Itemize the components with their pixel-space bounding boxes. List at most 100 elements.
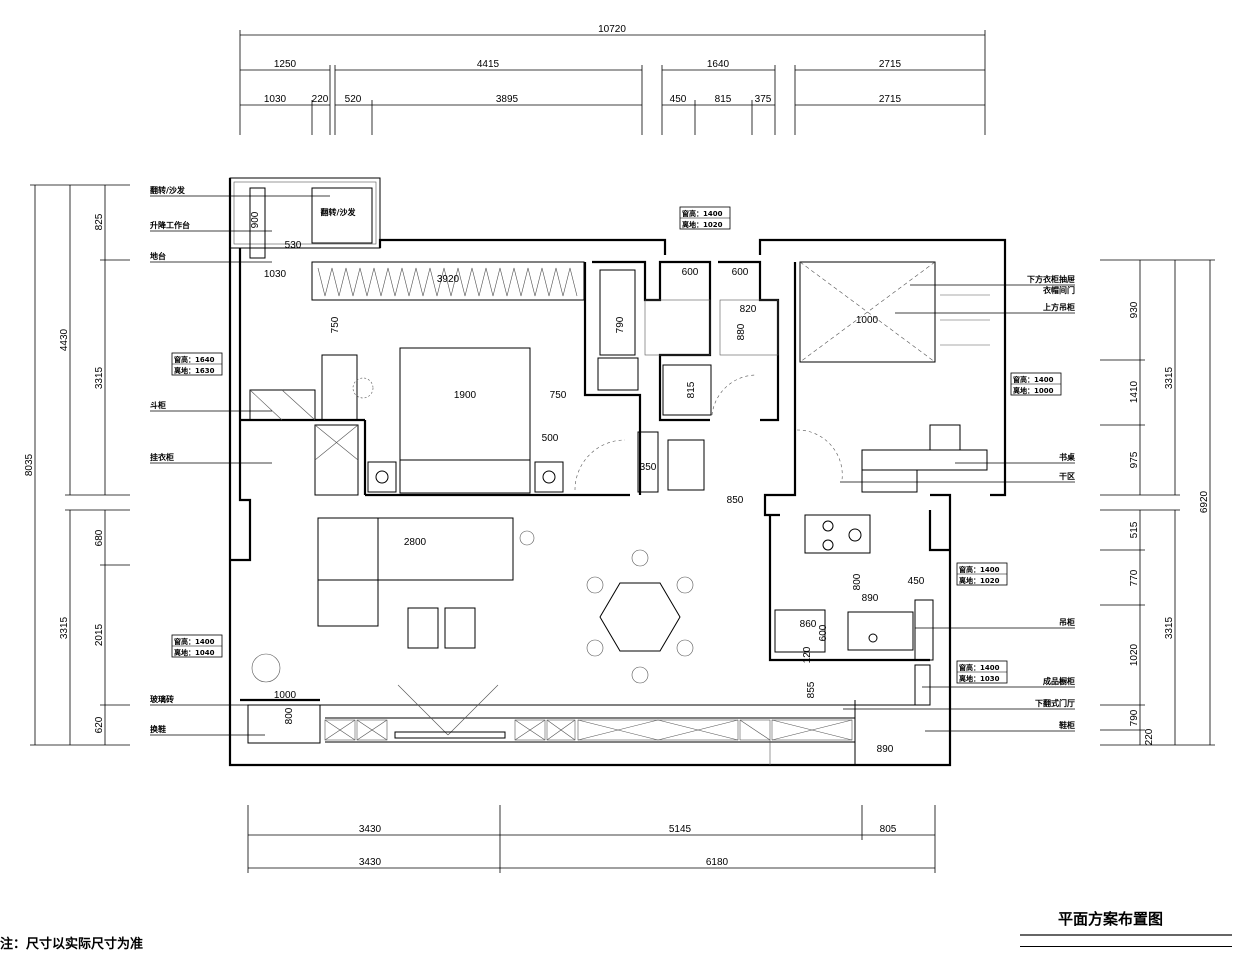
dim-label: 6180 [706,857,729,868]
dim-top-total: 10720 [598,24,626,35]
dim-label: 805 [880,824,897,835]
dim-label: 800 [852,573,863,590]
dim-label: 855 [806,681,817,698]
svg-text:窗高：1400: 窗高：1400 [174,637,215,646]
dim-label: 3315 [1164,616,1175,639]
dim-label: 530 [285,240,302,251]
dim-label: 450 [908,576,925,587]
wardrobe-small [314,424,359,496]
chest-of-drawers [249,389,316,421]
dim-label: 220 [1144,728,1155,745]
dim-label: 975 [1129,451,1140,468]
dim-label: 1030 [264,269,287,280]
bathtub [599,269,636,356]
dim-label: 850 [727,495,744,506]
callouts-right: 下方衣柜抽屉 衣帽间门 上方吊柜 书桌 干区 吊柜 成品橱柜 下翻式门厅 鞋柜 [840,274,1076,732]
callout-label: 下方衣柜抽屉 [1027,274,1075,284]
sofa-label: 翻转/沙发 [321,207,357,217]
dim-label: 450 [670,94,687,105]
callout-label: 升降工作台 [150,220,190,230]
dim-label: 800 [284,707,295,724]
dim-label: 790 [1129,709,1140,726]
dim-label: 1000 [856,315,879,326]
callout-label: 挂衣柜 [150,452,174,462]
wardrobe [311,261,585,301]
svg-text:离地：1040: 离地：1040 [174,648,215,657]
dining-table [599,582,681,652]
callout-label: 上方吊柜 [1043,302,1075,312]
svg-text:离地：1020: 离地：1020 [682,220,723,229]
right-dimensions: 930 1410 975 515 770 1020 790 220 3315 3… [1100,259,1215,746]
svg-text:离地：1630: 离地：1630 [174,366,215,375]
dim-label: 520 [345,94,362,105]
stove [804,514,871,554]
dim-label: 900 [250,211,261,228]
bed [399,347,531,494]
toilet [662,364,712,416]
dim-label: 680 [94,529,105,546]
window-tag: 窗高：1640 离地：1630 [171,352,223,376]
dim-label: 815 [715,94,732,105]
dim-label: 890 [862,593,879,604]
dim-label: 790 [615,316,626,333]
dim-label: 3430 [359,824,382,835]
dim-label: 515 [1129,521,1140,538]
svg-text:窗高：1400: 窗高：1400 [959,663,1000,672]
dim-label: 3895 [496,94,519,105]
dim-label: 120 [802,646,813,663]
dim-label: 220 [312,94,329,105]
window-tag: 窗高：1400 离地：1040 [171,634,223,658]
dim-label: 1000 [274,690,297,701]
svg-text:窗高：1400: 窗高：1400 [1013,375,1054,384]
left-dimensions: 8035 4430 3315 825 3315 680 2015 620 [24,184,130,746]
walls [228,177,1007,767]
title-underline [1020,946,1232,947]
dim-label: 600 [682,267,699,278]
dim-label: 1250 [274,59,297,70]
callout-label: 下翻式门厅 [1035,698,1075,708]
svg-text:窗高：1640: 窗高：1640 [174,355,215,364]
callout-label: 地台 [150,251,166,261]
dim-label: 3430 [359,857,382,868]
dim-label: 600 [818,624,829,641]
dim-label: 890 [877,744,894,755]
dim-label: 3315 [59,616,70,639]
dim-label: 620 [94,716,105,733]
dim-right-total: 6920 [1199,490,1210,513]
dim-label: 815 [686,381,697,398]
dim-label: 3315 [94,366,105,389]
bottom-dimensions: 3430 5145 805 3430 6180 [247,805,936,873]
study-desk [861,449,988,471]
svg-text:离地：1030: 离地：1030 [959,674,1000,683]
callout-label: 干区 [1059,472,1075,481]
dim-label: 350 [640,462,657,473]
drawing-note: 注：尺寸以实际尺寸为准 [0,937,144,952]
callout-label: 斗柜 [150,400,166,410]
dim-label: 750 [330,316,341,333]
window-tag: 窗高：1400 离地：1020 [679,206,731,230]
dim-label: 5145 [669,824,692,835]
dim-label: 500 [542,433,559,444]
callout-label: 玻璃砖 [150,694,174,704]
sink [667,439,705,491]
dim-label: 820 [740,304,757,315]
svg-text:离地：1020: 离地：1020 [959,576,1000,585]
interior-dimensions: 900 530 1030 3920 750 1900 750 500 350 7… [250,207,925,755]
dim-label: 4430 [59,328,70,351]
furniture [247,187,990,744]
callout-label: 换鞋 [150,724,166,734]
callouts-left: 翻转/沙发 升降工作台 地台 斗柜 挂衣柜 玻璃砖 换鞋 [150,185,330,736]
sofa [317,517,514,581]
dim-label: 2800 [404,537,427,548]
top-dimensions: 10720 1250 4415 1640 2715 1030 220 520 3… [239,24,986,135]
dim-label: 3315 [1164,366,1175,389]
callout-label: 衣帽间门 [1043,285,1075,295]
dim-label: 600 [732,267,749,278]
dim-label: 770 [1129,569,1140,586]
dim-label: 375 [755,94,772,105]
desk [321,354,358,421]
svg-text:窗高：1400: 窗高：1400 [682,209,723,218]
